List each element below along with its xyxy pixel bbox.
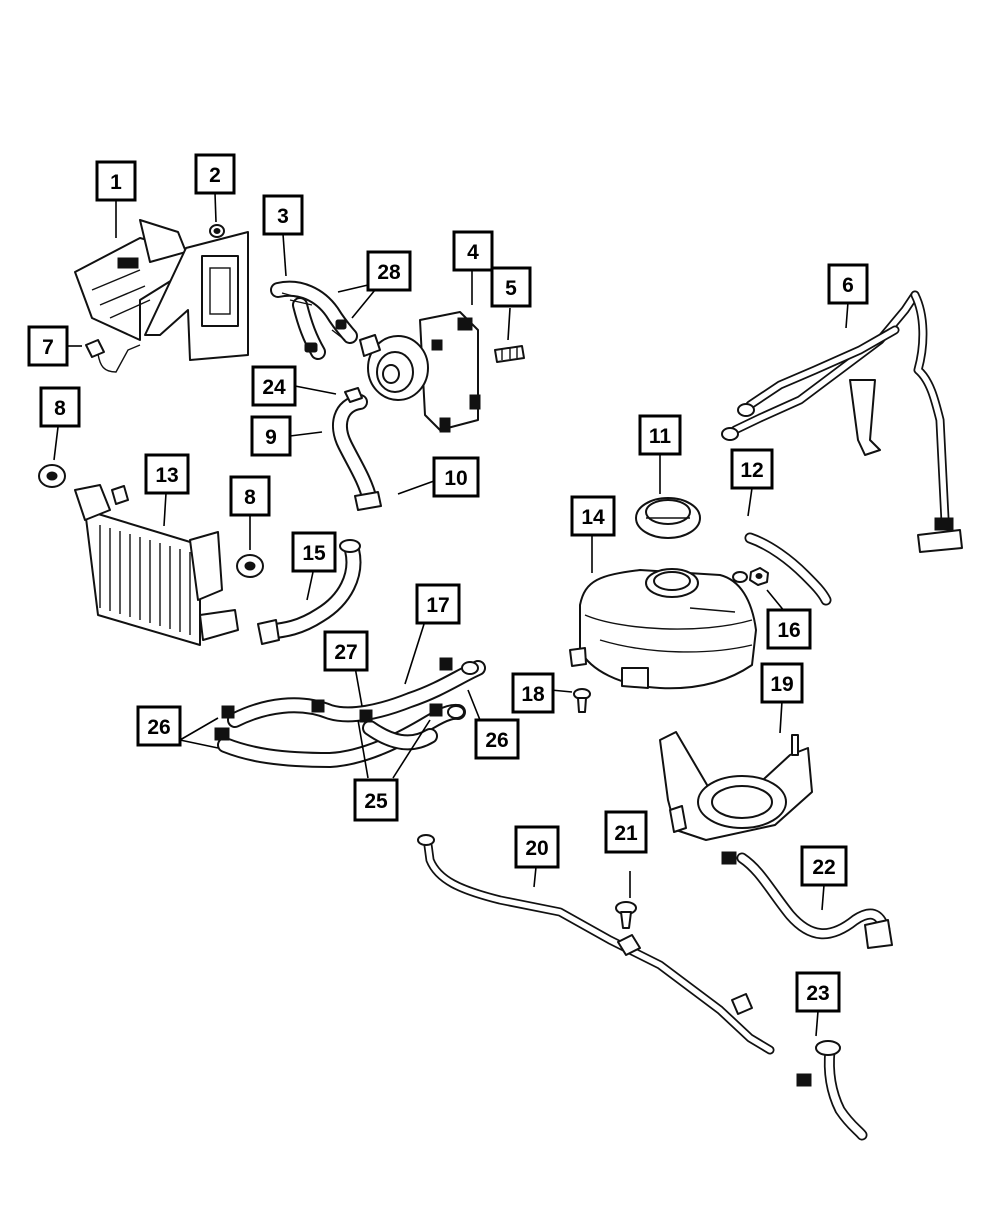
part-push-pin-21: [615, 901, 637, 929]
callout-9: 9: [250, 415, 292, 457]
callout-label: 10: [444, 467, 467, 490]
part-gasket-bracket: [659, 731, 813, 841]
part-hose-22: [721, 851, 893, 949]
part-cooler-13: [74, 484, 239, 646]
callout-label: 11: [649, 425, 672, 448]
callout-label: 25: [364, 790, 388, 813]
callout-25: 25: [353, 778, 399, 822]
callout-4: 4: [452, 230, 494, 272]
callout-label: 20: [525, 837, 548, 860]
part-hose-9: [332, 387, 382, 511]
callout-label: 16: [777, 619, 800, 642]
callout-label: 27: [334, 641, 357, 664]
callout-label: 22: [812, 856, 835, 879]
callout-26-left: 26: [136, 705, 182, 747]
callout-2: 2: [194, 153, 236, 195]
part-bolt-5: [494, 345, 525, 363]
part-bolt-7: [85, 339, 141, 373]
callout-label: 1: [110, 171, 122, 194]
callout-label: 6: [842, 274, 854, 297]
callout-26-right: 26: [474, 718, 520, 760]
callout-16: 16: [766, 608, 812, 650]
part-hose-assembly-17: [214, 657, 486, 768]
callout-5: 5: [490, 266, 532, 308]
callout-24: 24: [251, 365, 297, 407]
callout-label: 15: [302, 542, 326, 565]
callout-label: 3: [277, 205, 289, 228]
part-grommet-8a: [38, 464, 66, 488]
callout-19: 19: [760, 662, 804, 704]
callout-17: 17: [415, 583, 461, 625]
callout-18: 18: [511, 672, 555, 714]
callout-13: 13: [144, 453, 190, 495]
callout-14: 14: [570, 495, 616, 537]
part-coolant-reservoir: [569, 568, 757, 690]
part-push-pin-18: [573, 688, 591, 713]
callout-label: 8: [244, 486, 256, 509]
part-water-pump: [359, 311, 481, 433]
callout-27: 27: [323, 630, 369, 672]
callout-label: 12: [740, 459, 763, 482]
callout-label: 19: [770, 673, 793, 696]
part-nut-16: [749, 567, 769, 586]
part-hose-23: [796, 1040, 868, 1141]
part-hose-3: [270, 280, 358, 360]
part-tube-assembly-6: [721, 290, 963, 553]
callout-label: 21: [614, 822, 638, 845]
part-hose-12: [744, 532, 832, 606]
callout-3: 3: [262, 194, 304, 236]
callout-1: 1: [95, 160, 137, 202]
callout-label: 23: [806, 982, 829, 1005]
callout-label: 2: [209, 164, 221, 187]
callout-label: 8: [54, 397, 66, 420]
callout-label: 26: [485, 729, 508, 752]
callout-label: 4: [467, 241, 479, 264]
callout-20: 20: [514, 825, 560, 869]
callout-label: 13: [155, 464, 178, 487]
callout-label: 24: [262, 376, 286, 399]
callout-label: 9: [265, 426, 277, 449]
callout-21: 21: [604, 810, 648, 854]
callout-7: 7: [27, 325, 69, 367]
callout-label: 14: [581, 506, 605, 529]
callout-28: 28: [366, 250, 412, 292]
callout-15: 15: [291, 531, 337, 573]
callout-6: 6: [827, 263, 869, 305]
callout-23: 23: [795, 971, 841, 1013]
callout-8-left: 8: [39, 386, 81, 428]
callout-label: 7: [42, 336, 54, 359]
part-tube-20: [417, 834, 775, 1055]
callout-label: 18: [521, 683, 545, 706]
part-grommet-8b: [236, 554, 264, 578]
leader-lines: [53, 192, 849, 1037]
callout-8-right: 8: [229, 475, 271, 517]
part-pressure-cap: [635, 497, 701, 539]
callout-label: 17: [426, 594, 449, 617]
callout-12: 12: [730, 448, 774, 490]
callout-label: 28: [377, 261, 401, 284]
part-bracket: [74, 219, 249, 361]
part-nut-2: [209, 224, 225, 238]
callout-label: 5: [505, 277, 517, 300]
callout-10: 10: [432, 456, 480, 498]
callout-label: 26: [147, 716, 170, 739]
part-hose-28: [331, 329, 346, 341]
callout-11: 11: [638, 414, 682, 456]
part-hose-15: [257, 539, 362, 645]
callout-22: 22: [800, 845, 848, 887]
